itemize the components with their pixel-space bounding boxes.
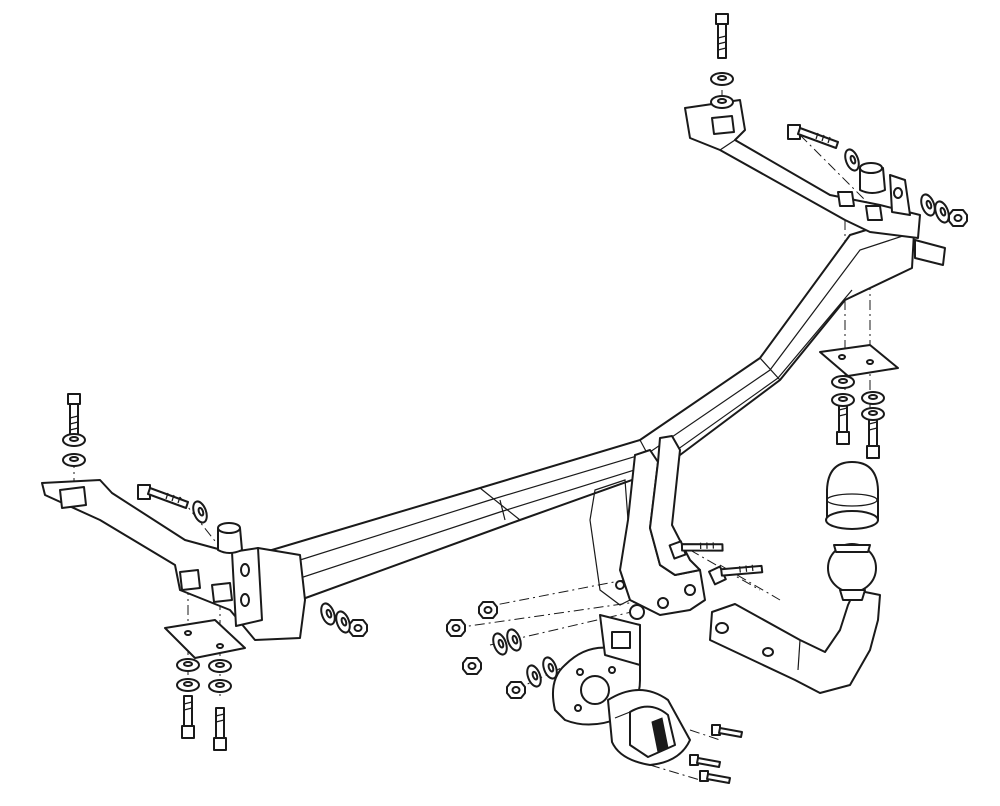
right-mounting-bracket — [684, 99, 946, 266]
crossbar — [254, 214, 916, 601]
left-mounting-bracket — [41, 479, 306, 641]
washers — [62, 72, 953, 693]
alignment-lines — [73, 90, 881, 781]
tow-ball — [827, 543, 877, 601]
right-bottom-plate — [819, 344, 899, 377]
tow-ball-neck — [709, 589, 881, 694]
ball-cover-cap — [825, 461, 879, 530]
left-bottom-plate — [164, 619, 246, 659]
electrical-socket — [607, 689, 691, 766]
center-drop-bracket — [589, 435, 706, 620]
spacers — [217, 162, 886, 554]
